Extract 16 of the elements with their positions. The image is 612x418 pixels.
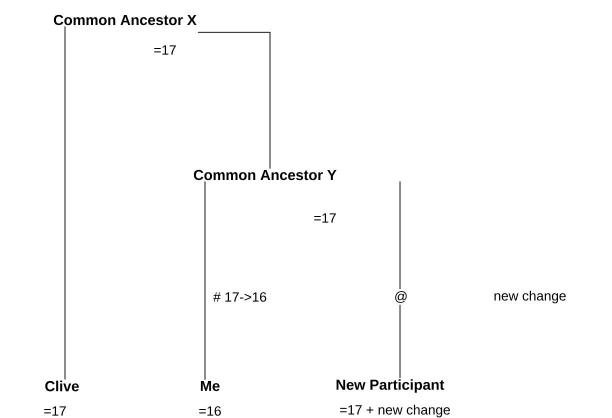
name-label: Common Ancestor X — [54, 14, 197, 26]
connector-line — [204, 180, 206, 380]
edge-label: @ — [392, 289, 410, 305]
name-label: New Participant — [336, 379, 444, 393]
connector-line — [64, 26, 66, 380]
value-label: =17 — [44, 406, 66, 416]
value-label: =16 — [199, 406, 221, 416]
value-label: =17 — [314, 213, 336, 223]
value-label: =17 — [154, 45, 176, 55]
value-label: new change — [494, 290, 566, 304]
value-label: =17 + new change — [340, 404, 450, 418]
connector-line — [197, 32, 270, 170]
name-label: Clive — [45, 380, 79, 392]
edge-label: # 17->16 — [211, 290, 269, 304]
name-label: Me — [200, 380, 220, 392]
name-label: Common Ancestor Y — [194, 170, 336, 180]
